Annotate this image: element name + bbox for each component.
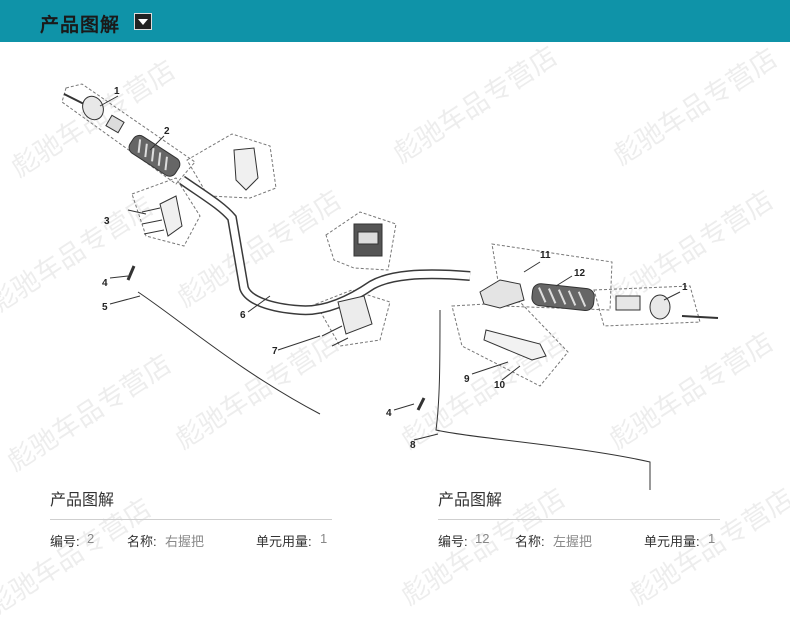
cable-right	[435, 309, 651, 490]
clamp-left	[159, 195, 183, 237]
end-cap-right	[649, 294, 671, 320]
insert-left	[105, 114, 125, 134]
handlebar-tube-inner	[180, 177, 471, 314]
name-label: 名称:	[127, 534, 157, 549]
grip-group-outline	[61, 83, 196, 185]
callout-3: 3	[104, 216, 110, 227]
end-cap-left	[82, 95, 104, 121]
name-label: 名称:	[515, 534, 545, 549]
callout-12: 12	[574, 268, 586, 279]
part-quantity: 1	[320, 531, 328, 546]
callout-8: 8	[410, 440, 416, 451]
quantity-label: 单元用量:	[256, 534, 312, 549]
quantity-label: 单元用量:	[644, 534, 700, 549]
callout-2: 2	[164, 126, 170, 137]
lower-switch-outline	[315, 289, 391, 347]
number-label: 编号:	[438, 534, 468, 549]
callout-1: 1	[114, 86, 120, 97]
callout-4-right: 4	[386, 408, 392, 419]
card-info-row: 编号: 2 名称: 右握把 单元用量: 1	[50, 531, 332, 549]
lower-switch	[337, 295, 373, 335]
card-title: 产品图解	[50, 492, 115, 509]
callout-1-right: 1	[682, 282, 688, 293]
grip-right	[531, 283, 595, 311]
part-card: 产品图解 编号: 2 名称: 右握把 单元用量: 1	[50, 490, 332, 549]
callout-10: 10	[494, 380, 506, 391]
switch-housing-upper	[233, 147, 259, 191]
number-label: 编号:	[50, 534, 80, 549]
part-name: 右握把	[165, 534, 205, 549]
callout-11: 11	[540, 250, 551, 261]
card-divider	[438, 519, 720, 520]
part-quantity: 1	[708, 531, 716, 546]
switch-group-outline	[186, 133, 277, 199]
collapse-toggle-icon[interactable]	[134, 13, 152, 30]
adjuster-left	[126, 265, 136, 281]
adjuster-right	[416, 397, 426, 411]
header-title: 产品图解	[40, 15, 121, 36]
card-title: 产品图解	[438, 492, 503, 509]
callout-6: 6	[240, 310, 246, 321]
callout-4: 4	[102, 278, 108, 289]
callout-7: 7	[272, 346, 278, 357]
clamp-group-outline	[131, 177, 201, 247]
right-grip-outline	[491, 243, 613, 311]
part-name: 左握把	[553, 534, 593, 549]
exploded-parts-diagram: 1 2 3 4 5 6 7 11 12 1 9 10 4 8	[61, 83, 719, 490]
grip-left	[128, 134, 181, 177]
part-number: 12	[475, 531, 490, 546]
lever	[483, 329, 547, 361]
cable-left	[137, 291, 321, 415]
part-number: 2	[87, 531, 95, 546]
master-cylinder	[479, 279, 525, 309]
header-bar: 产品图解	[0, 0, 790, 42]
part-card: 产品图解 编号: 12 名称: 左握把 单元用量: 1	[438, 490, 720, 549]
callout-9: 9	[464, 374, 470, 385]
handlebar-tube	[179, 175, 471, 316]
center-switch-outline	[325, 211, 397, 271]
end-cap-outline	[593, 285, 701, 327]
insert-right	[615, 295, 641, 311]
card-info-row: 编号: 12 名称: 左握把 单元用量: 1	[438, 531, 720, 549]
callout-5: 5	[102, 302, 108, 313]
card-divider	[50, 519, 332, 520]
